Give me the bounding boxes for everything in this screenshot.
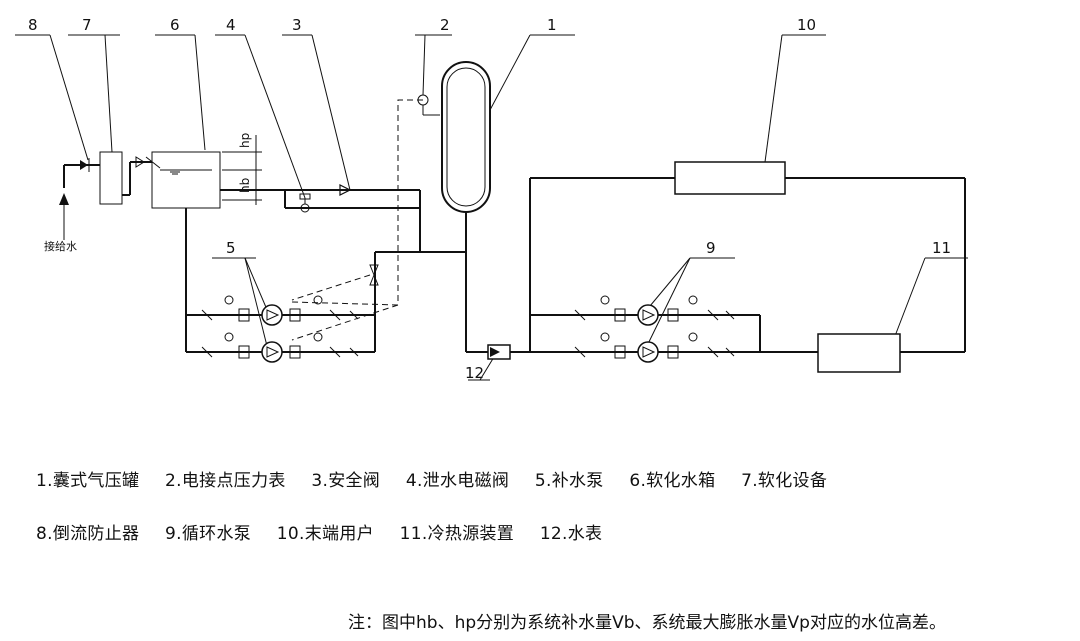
makeup-pumps [185,208,466,363]
legend-item-10: 10.末端用户 [276,524,374,544]
callout-12: 12 [465,364,484,382]
legend-item-4: 4.泄水电磁阀 [405,471,510,491]
callout-7: 7 [82,16,92,34]
softened-water-tank [151,151,221,209]
callout-2: 2 [440,16,450,34]
callout-4: 4 [226,16,236,34]
label-hp: hp [238,133,252,148]
callout-11: 11 [932,239,951,257]
legend-item-7: 7.软化设备 [741,471,828,491]
water-inlet: 接给水 [44,193,77,253]
legend-row-2: 8.倒流防止器 9.循环水泵 10.末端用户 11.冷热源装置 12.水表 [36,519,622,544]
circulation-pumps [574,295,735,363]
callout-10: 10 [797,16,816,34]
callout-8: 8 [28,16,38,34]
callout-9: 9 [706,239,716,257]
drain-lines [220,184,421,252]
legend-item-9: 9.循环水泵 [165,524,252,544]
legend-row-1: 1.囊式气压罐 2.电接点压力表 3.安全阀 4.泄水电磁阀 5.补水泵 6.软… [36,466,847,491]
control-signal-lines [291,99,423,341]
bladder-expansion-tank [441,61,491,213]
cold-heat-source-unit [817,333,901,373]
legend-item-1: 1.囊式气压罐 [36,471,140,491]
callout-numbers: 8 7 6 4 3 2 1 10 5 9 11 12 [28,16,951,382]
backflow-preventer [63,158,100,188]
inlet-label: 接给水 [44,240,77,253]
legend-item-12: 12.水表 [539,524,603,544]
main-loop [465,177,966,353]
callout-1: 1 [547,16,557,34]
callout-5: 5 [226,239,236,257]
legend-item-5: 5.补水泵 [534,471,604,491]
callout-leaders [15,34,968,381]
softening-equipment [99,151,123,205]
legend-item-6: 6.软化水箱 [629,471,716,491]
terminal-users [674,161,786,195]
pressure-gauge [417,94,440,116]
callout-6: 6 [170,16,180,34]
callout-3: 3 [292,16,302,34]
legend-item-2: 2.电接点压力表 [165,471,286,491]
legend-item-8: 8.倒流防止器 [36,524,140,544]
system-schematic: 8 7 6 4 3 2 1 10 5 9 11 12 接给水 [15,16,968,382]
level-dimensions: hp hb [222,133,262,205]
footnote: 注：图中hb、hp分别为系统补水量Vb、系统最大膨胀水量Vp对应的水位高差。 [348,613,946,633]
legend-item-11: 11.冷热源装置 [399,524,515,544]
legend-item-3: 3.安全阀 [311,471,381,491]
